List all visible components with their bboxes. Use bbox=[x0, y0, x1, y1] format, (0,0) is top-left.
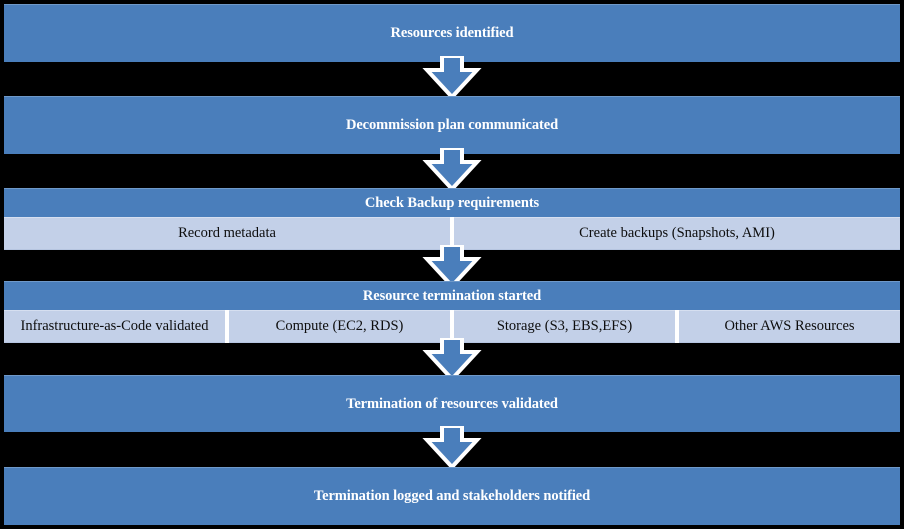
substep-row-check-backup-requirements: Record metadata Create backups (Snapshot… bbox=[4, 217, 900, 250]
connector-1-down-arrow-icon bbox=[420, 56, 484, 100]
stage-resources-identified[interactable]: Resources identified bbox=[4, 4, 900, 62]
connector-4-down-arrow-icon bbox=[420, 338, 484, 382]
stage-header-termination-of-resources-validated[interactable]: Termination of resources validated bbox=[4, 375, 900, 432]
substep-record-metadata[interactable]: Record metadata bbox=[4, 217, 452, 250]
connector-3-down-arrow-icon bbox=[420, 245, 484, 289]
substep-compute[interactable]: Compute (EC2, RDS) bbox=[227, 310, 452, 343]
stage-resource-termination-started[interactable]: Resource termination started Infrastruct… bbox=[4, 281, 900, 343]
stage-header-check-backup-requirements[interactable]: Check Backup requirements bbox=[4, 188, 900, 217]
stage-decommission-plan-communicated[interactable]: Decommission plan communicated bbox=[4, 96, 900, 154]
stage-header-decommission-plan-communicated[interactable]: Decommission plan communicated bbox=[4, 96, 900, 154]
substep-row-resource-termination-started: Infrastructure-as-Code validated Compute… bbox=[4, 310, 900, 343]
stage-header-resource-termination-started[interactable]: Resource termination started bbox=[4, 281, 900, 310]
stage-header-resources-identified[interactable]: Resources identified bbox=[4, 4, 900, 62]
stage-termination-of-resources-validated[interactable]: Termination of resources validated bbox=[4, 375, 900, 432]
connector-2-down-arrow-icon bbox=[420, 148, 484, 192]
substep-other-aws-resources[interactable]: Other AWS Resources bbox=[677, 310, 900, 343]
stage-check-backup-requirements[interactable]: Check Backup requirements Record metadat… bbox=[4, 188, 900, 250]
substep-storage[interactable]: Storage (S3, EBS,EFS) bbox=[452, 310, 677, 343]
substep-create-backups[interactable]: Create backups (Snapshots, AMI) bbox=[452, 217, 900, 250]
stage-termination-logged-and-stakeholders-notified[interactable]: Termination logged and stakeholders noti… bbox=[4, 467, 900, 525]
connector-5-down-arrow-icon bbox=[420, 426, 484, 470]
stage-header-termination-logged-and-stakeholders-notified[interactable]: Termination logged and stakeholders noti… bbox=[4, 467, 900, 525]
substep-infrastructure-as-code-validated[interactable]: Infrastructure-as-Code validated bbox=[4, 310, 227, 343]
